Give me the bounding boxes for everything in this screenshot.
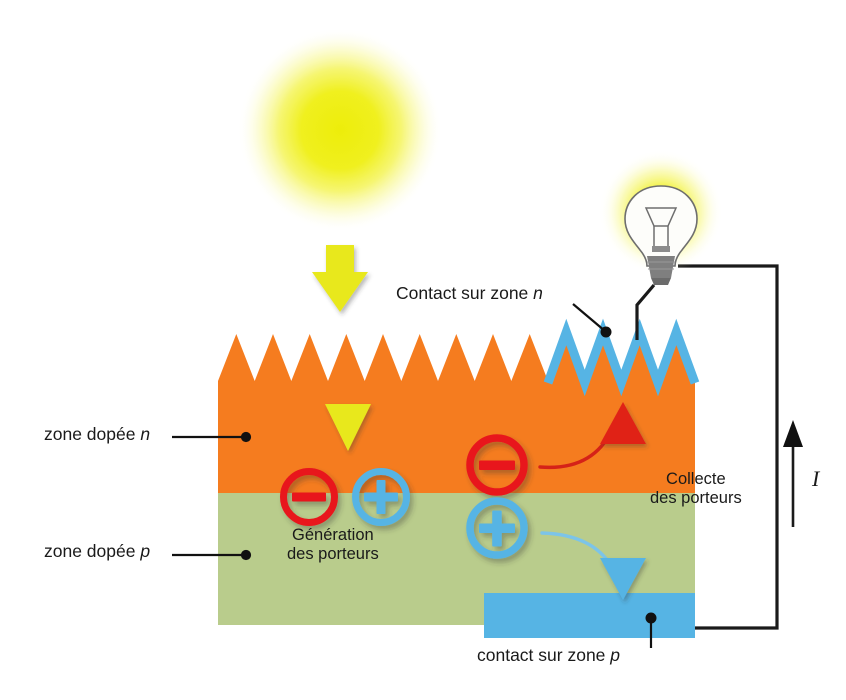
current-direction-arrow xyxy=(783,420,803,527)
label-carrier-generation-line2: des porteurs xyxy=(287,545,379,564)
label-zone-doped-p: zone dopée p xyxy=(44,541,150,562)
electron-symbol-collection xyxy=(466,434,528,496)
electron-symbol-generation xyxy=(280,468,338,526)
light-bulb xyxy=(599,150,723,285)
label-contact-zone-p: contact sur zone p xyxy=(477,645,620,666)
hole-drift-arrow xyxy=(540,531,646,600)
label-zone-doped-p-symbol: p xyxy=(140,541,151,561)
label-zone-doped-p-text: zone dopée xyxy=(44,541,141,561)
label-contact-zone-n: Contact sur zone n xyxy=(396,283,543,304)
label-zone-doped-n-text: zone dopée xyxy=(44,424,141,444)
sun-glow xyxy=(238,28,442,232)
p-contact-bar xyxy=(484,593,695,638)
n-doped-layer xyxy=(218,334,695,493)
label-contact-zone-p-text: contact sur zone xyxy=(477,645,611,665)
label-contact-zone-n-symbol: n xyxy=(533,283,543,303)
label-contact-zone-n-text: Contact sur zone xyxy=(396,283,534,303)
n-contact-zigzag xyxy=(543,318,700,397)
label-carrier-generation-line1: Génération xyxy=(292,526,374,544)
hole-symbol-generation xyxy=(352,468,410,526)
label-carrier-collection: Collecte des porteurs xyxy=(650,470,742,509)
electron-drift-arrow xyxy=(538,402,646,470)
label-contact-zone-p-symbol: p xyxy=(610,645,621,665)
absorbed-photon-arrow xyxy=(325,404,371,451)
hole-symbol-collection xyxy=(466,497,528,559)
label-zone-doped-n-symbol: n xyxy=(140,424,151,444)
label-carrier-generation: Génération des porteurs xyxy=(287,526,379,565)
label-zone-doped-n: zone dopée n xyxy=(44,424,150,445)
leader-lines xyxy=(172,303,657,648)
external-circuit-wire xyxy=(635,264,779,630)
incident-light-arrow xyxy=(312,245,368,312)
label-carrier-collection-line1: Collecte xyxy=(666,470,726,488)
label-carrier-collection-line2: des porteurs xyxy=(650,489,742,508)
label-current-symbol: I xyxy=(812,466,820,491)
